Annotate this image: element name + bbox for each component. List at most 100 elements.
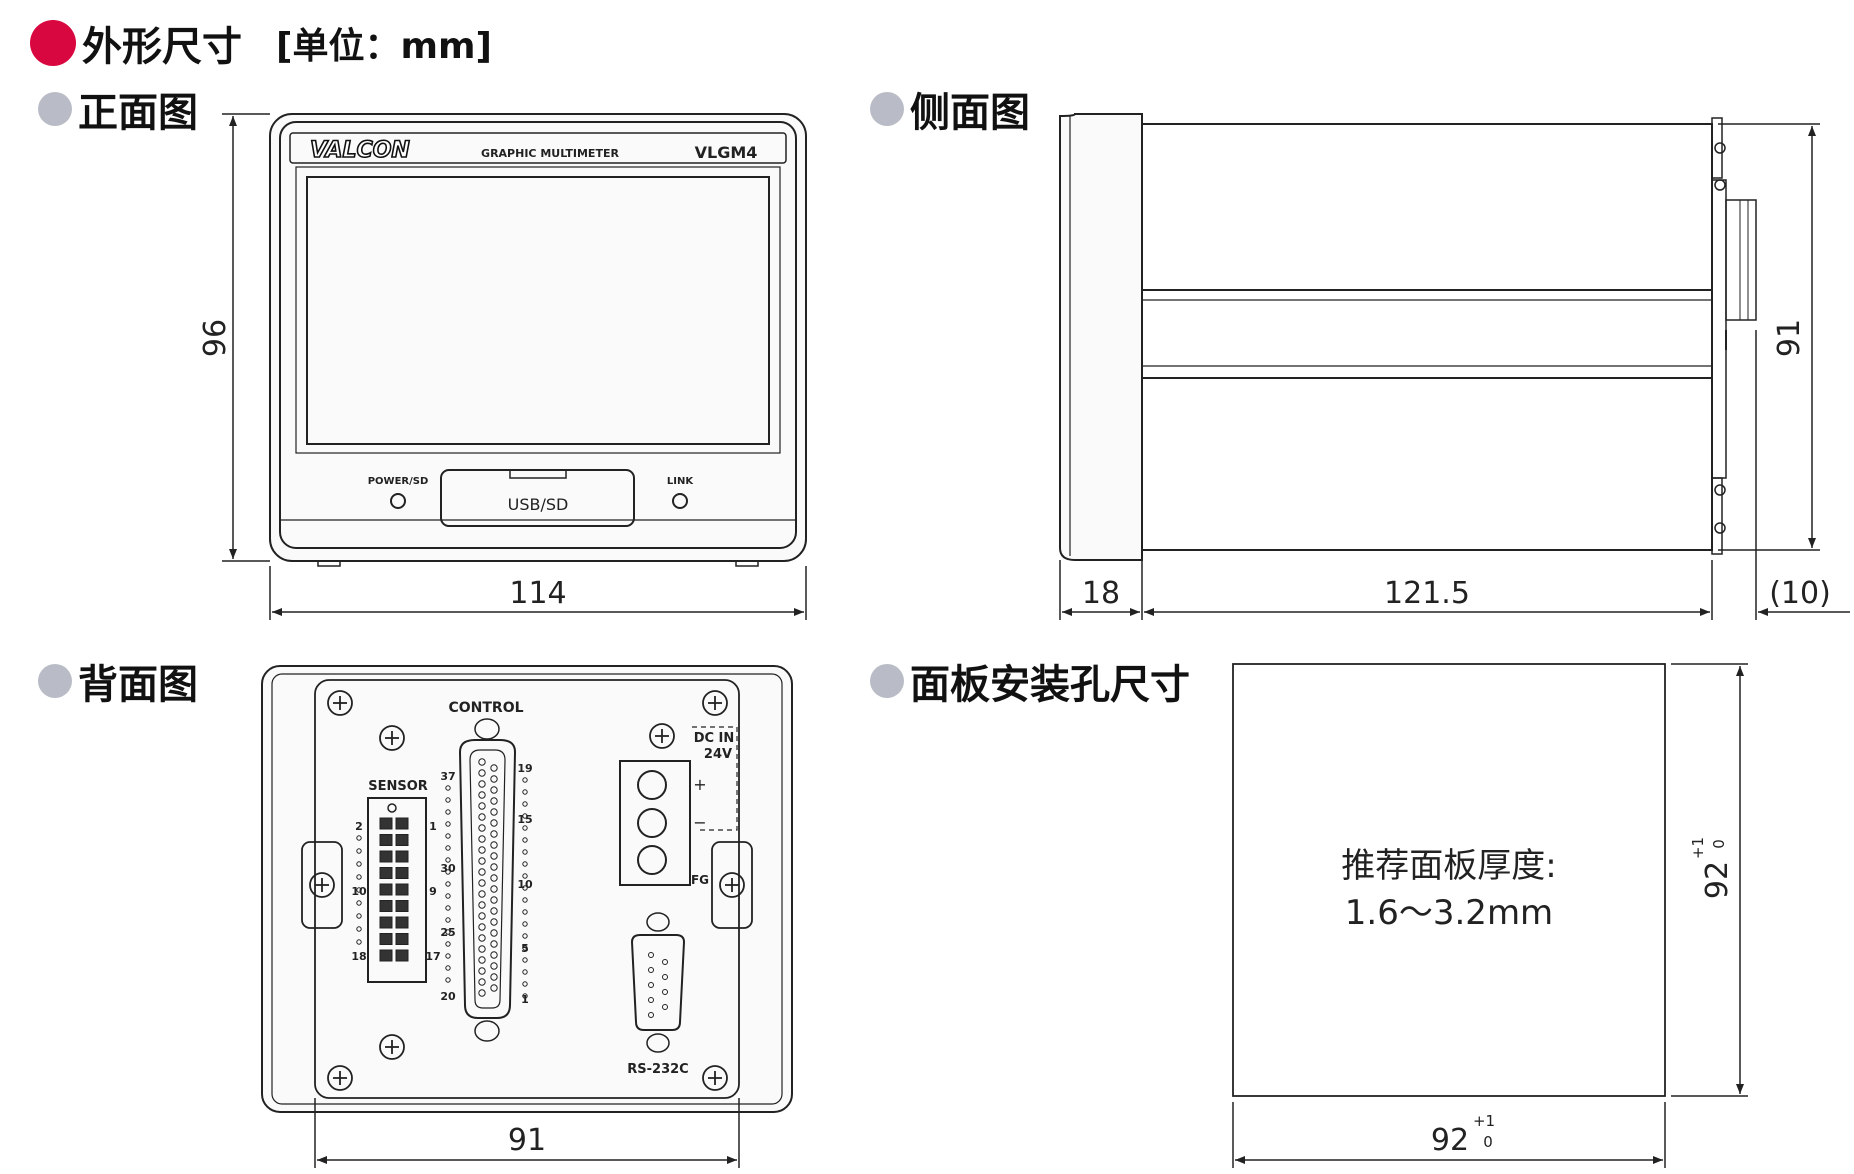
pin-dot	[522, 933, 528, 939]
pin-dot	[445, 833, 451, 839]
pin-dot	[478, 978, 486, 986]
pin-dot	[445, 845, 451, 851]
pin-dot	[490, 863, 498, 871]
left-mount-clip	[301, 841, 343, 929]
pin-dot	[490, 907, 498, 915]
section-side-label: 侧面图	[910, 90, 1030, 136]
pin-dot	[490, 786, 498, 794]
back-view-texts: CONTROL SENSOR 2 10 18 1 9 17 37 30 25 2…	[351, 700, 734, 1077]
red-bullet-icon	[30, 20, 76, 66]
back-panel	[314, 679, 740, 1099]
sensor-pin-9: 9	[429, 885, 437, 898]
side-bezel-value: 18	[1082, 576, 1120, 611]
pin-dot	[478, 934, 486, 942]
pin-dot	[522, 801, 528, 807]
sensor-pin-cell	[395, 834, 409, 846]
sensor-label: SENSOR	[368, 779, 428, 794]
back-inner-frame	[271, 673, 783, 1105]
pin-dot	[478, 857, 486, 865]
pin-dot	[356, 900, 362, 906]
pin-dot	[478, 758, 486, 766]
gray-bullet-icon	[870, 92, 904, 126]
cutout-height-value: 92	[1700, 861, 1735, 899]
screw-icon	[649, 723, 675, 749]
page-title-text: 外形尺寸	[82, 24, 242, 70]
control-pin-15: 15	[517, 813, 532, 826]
front-dimensions	[222, 113, 807, 620]
sensor-pin-cell	[379, 850, 393, 863]
pin-dot	[445, 797, 451, 803]
pin-dot	[478, 879, 486, 887]
pin-dot	[522, 969, 528, 975]
pin-dot	[490, 797, 498, 805]
rs232c-pin	[648, 1012, 654, 1018]
rs232c-pin	[648, 967, 654, 973]
pin-dot	[445, 977, 451, 983]
back-pin-dots	[356, 758, 668, 1018]
usb-sd-label: USB/SD	[508, 495, 569, 514]
screw-icon	[702, 690, 728, 716]
pin-dot	[478, 780, 486, 788]
pin-dot	[522, 981, 528, 987]
sensor-pin-cell	[379, 867, 393, 879]
section-side-title: 侧面图	[870, 86, 1030, 136]
pin-dot	[490, 819, 498, 827]
page-title: 外形尺寸 [单位：mm]	[30, 18, 492, 70]
pin-dot	[522, 849, 528, 855]
pin-dot	[478, 956, 486, 964]
rs232c-pin	[648, 982, 654, 988]
brand-logo: VALCON	[310, 138, 410, 163]
sensor-pin-cell	[395, 817, 409, 830]
pin-dot	[522, 777, 528, 783]
front-screen-frame	[295, 166, 781, 454]
sensor-pin-cell	[379, 933, 393, 945]
pin-dot	[490, 775, 498, 783]
pin-dot	[490, 940, 498, 948]
cutout-width-tol-minus: 0	[1483, 1133, 1493, 1151]
side-body-value: 121.5	[1384, 576, 1470, 611]
link-label: LINK	[667, 476, 694, 487]
sensor-pin-cell	[379, 834, 393, 846]
rs232c-pin	[648, 952, 654, 958]
pin-dot	[490, 951, 498, 959]
side-bezel	[1059, 113, 1143, 561]
pin-dot	[478, 923, 486, 931]
sensor-pin-2: 2	[355, 820, 363, 833]
pin-dot	[478, 868, 486, 876]
pin-dot	[478, 824, 486, 832]
pin-dot	[445, 869, 451, 875]
cutout-width-value: 92	[1431, 1123, 1469, 1158]
pin-dot	[490, 830, 498, 838]
pin-dot	[445, 917, 451, 923]
front-view	[269, 113, 807, 567]
control-pin-30: 30	[440, 862, 456, 875]
control-pin-5: 5	[521, 942, 529, 955]
pin-dot	[356, 939, 362, 945]
pin-dot	[522, 813, 528, 819]
pin-dot	[356, 913, 362, 919]
pin-dot	[490, 929, 498, 937]
pin-dot	[522, 921, 528, 927]
rs232c-label: RS-232C	[627, 1062, 688, 1077]
pin-dot	[445, 929, 451, 935]
panel-thickness-note-line2: 1.6～3.2mm	[1345, 893, 1553, 933]
front-foot-left	[317, 561, 341, 567]
screw-icon	[327, 690, 353, 716]
side-body-top	[1141, 123, 1713, 291]
cutout-height-tol-minus: 0	[1710, 839, 1728, 849]
front-bezel-inner	[279, 121, 797, 549]
sensor-connector	[367, 797, 427, 983]
pin-dot	[522, 873, 528, 879]
pin-dot	[490, 896, 498, 904]
usb-sd-notch	[509, 470, 567, 479]
sensor-pin-10: 10	[351, 885, 367, 898]
model-label: VLGM4	[695, 143, 758, 162]
pin-dot	[478, 901, 486, 909]
back-width-value: 91	[508, 1123, 546, 1158]
side-view	[1059, 113, 1757, 561]
pin-dot	[522, 861, 528, 867]
control-dsub-connector	[458, 739, 517, 1019]
side-connector	[1725, 199, 1757, 321]
control-pin-10: 10	[517, 878, 533, 891]
